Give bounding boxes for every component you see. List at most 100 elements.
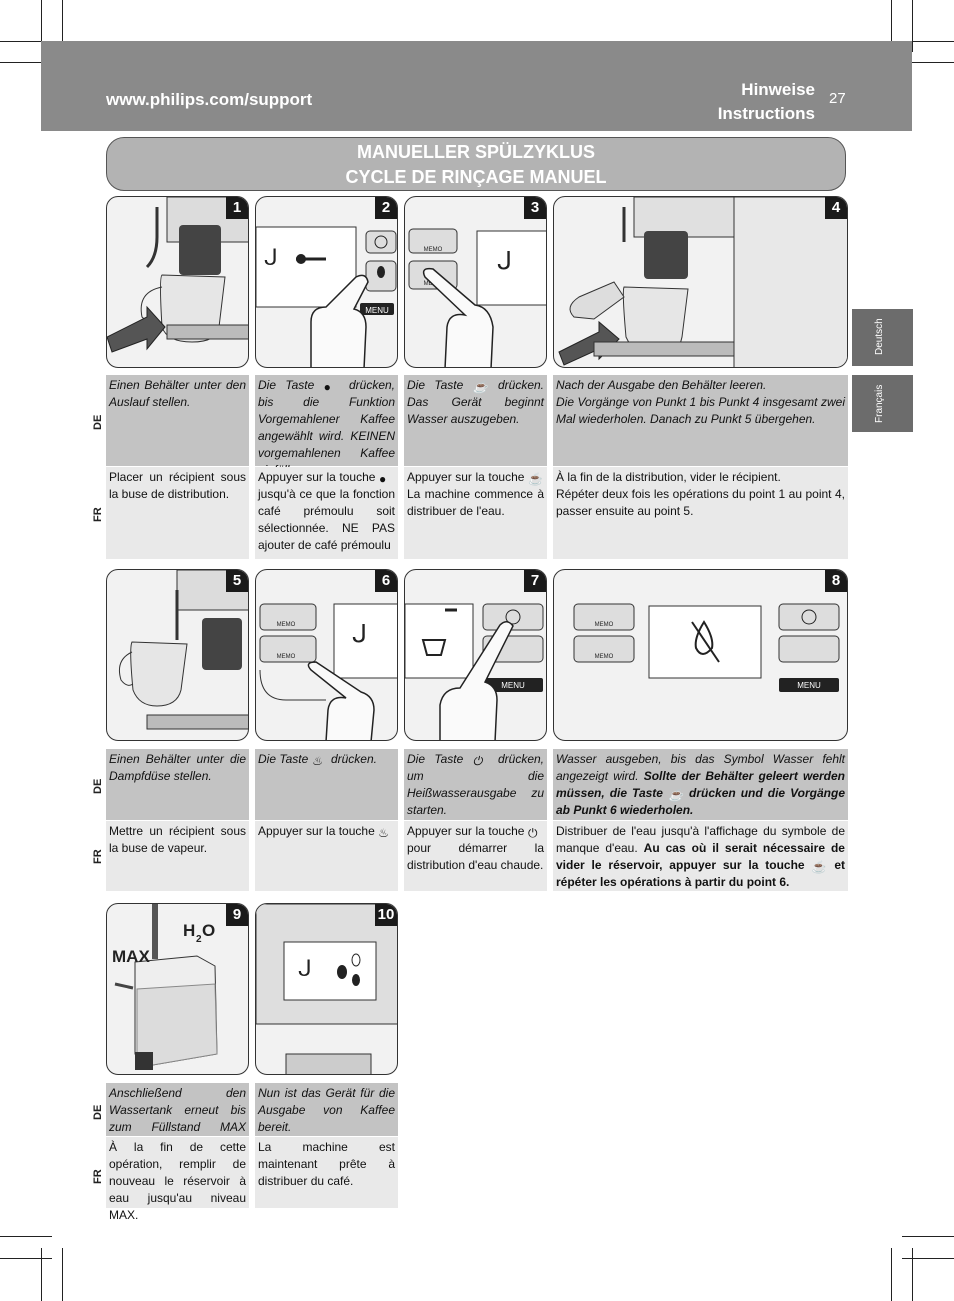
step-3-text-fr: Appuyer sur la touche ☕ La machine comme… xyxy=(404,467,547,559)
svg-text:MEMO: MEMO xyxy=(595,622,614,628)
step-6-text-de: Die Taste ♨ drücken. xyxy=(255,749,398,820)
lang-label-fr: FR xyxy=(92,507,104,522)
step-10-text-de: Nun ist das Gerät für die Ausgabe von Ka… xyxy=(255,1083,398,1136)
crop-mark xyxy=(0,1258,52,1259)
header-title-de: Hinweise xyxy=(741,80,815,99)
step-10-illustration: ᒍ 10 xyxy=(255,903,398,1075)
steam-hot-water-icon: ♨ xyxy=(378,825,389,840)
step-number: 6 xyxy=(375,570,397,592)
control-panel-drawing: ᒍ MENU xyxy=(256,226,397,367)
step-number: 2 xyxy=(375,197,397,219)
step-1-illustration: 1 xyxy=(106,196,249,368)
step-8-text-fr: Distribuer de l'eau jusqu'à l'affichage … xyxy=(553,821,848,891)
step-5-illustration: 5 xyxy=(106,569,249,741)
h2o-subscript: 2 xyxy=(196,934,202,945)
step-number: 8 xyxy=(825,570,847,592)
cup-memo-icon: ☕ xyxy=(527,471,543,486)
step-5-text-fr: Mettre un récipient sous la buse de vape… xyxy=(106,821,249,891)
memo-label: MEMO xyxy=(424,247,443,253)
svg-text:ᒍ: ᒍ xyxy=(264,245,278,270)
lang-label-fr: FR xyxy=(92,849,104,864)
lang-label-fr: FR xyxy=(92,1169,104,1184)
step-1-text-de: Einen Behälter unter den Auslauf stellen… xyxy=(106,375,249,466)
crop-mark xyxy=(62,0,63,52)
crop-mark xyxy=(891,1248,892,1301)
step-number: 3 xyxy=(524,197,546,219)
step-number: 5 xyxy=(226,570,248,592)
step-9-illustration: MAX H 2 O 9 xyxy=(106,903,249,1075)
tab-francais[interactable]: Français xyxy=(852,375,913,432)
crop-mark xyxy=(902,41,954,42)
max-label: MAX xyxy=(112,947,150,966)
control-panel-drawing: ᒍ xyxy=(256,904,397,1074)
svg-text:MEMO: MEMO xyxy=(277,622,296,628)
crop-mark xyxy=(902,1236,954,1237)
step-6-illustration: MEMO MEMO ᒍ 6 xyxy=(255,569,398,741)
machine-pitcher-drawing xyxy=(558,197,847,367)
step-2-text-fr: Appuyer sur la touche ● jusqu'à ce que l… xyxy=(255,467,398,559)
svg-text:ᒍ: ᒍ xyxy=(352,621,367,648)
power-icon: ⏻ xyxy=(527,825,538,840)
h2o-o-label: O xyxy=(202,921,215,940)
step-2-illustration: ᒍ MENU 2 xyxy=(255,196,398,368)
control-panel-drawing: MEMO MEMO ᒍ xyxy=(259,603,397,740)
step-1-text-fr: Placer un récipient sous la buse de dist… xyxy=(106,467,249,559)
step-2-text-de: Die Taste ● drücken, bis die Funktion Vo… xyxy=(255,375,398,477)
step-4-illustration: 4 xyxy=(553,196,848,368)
cup-memo-icon: ☕ xyxy=(668,787,683,802)
step-number: 7 xyxy=(524,570,546,592)
crop-mark xyxy=(902,1258,954,1259)
step-number: 10 xyxy=(375,904,397,926)
header-title-fr: Instructions xyxy=(717,104,815,123)
step-10-text-fr: La machine est maintenant prête à distri… xyxy=(255,1137,398,1208)
step-number: 4 xyxy=(825,197,847,219)
lang-label-de: DE xyxy=(92,414,104,430)
svg-text:ᒍ: ᒍ xyxy=(298,956,312,981)
crop-mark xyxy=(902,62,954,63)
lang-label-de: DE xyxy=(92,1104,104,1120)
machine-pitcher-drawing xyxy=(107,197,248,353)
step-7-text-de: Die Taste ⏻ drücken, um die Heißwasserau… xyxy=(404,749,547,820)
crop-mark xyxy=(0,41,52,42)
crop-mark xyxy=(891,0,892,52)
svg-text:ᒍ: ᒍ xyxy=(497,248,512,275)
crop-mark xyxy=(0,1236,52,1237)
step-5-text-de: Einen Behälter unter die Dampfdüse stell… xyxy=(106,749,249,820)
crop-mark xyxy=(912,1248,913,1301)
step-3-text-de: Die Taste ☕ drücken. Das Gerät beginnt W… xyxy=(404,375,547,466)
control-panel-drawing: MEMO MEMO ᒍ xyxy=(408,228,546,367)
h2o-label: H xyxy=(183,921,195,940)
header-title: Hinweise Instructions xyxy=(718,78,815,126)
step-9-text-fr: À la fin de cette opération, remplir de … xyxy=(106,1137,249,1222)
cup-memo-icon: ☕ xyxy=(811,859,827,874)
step-8-text-de: Wasser ausgeben, bis das Symbol Wasser f… xyxy=(553,749,848,820)
step-4-text-de: Nach der Ausgabe den Behälter leeren.Die… xyxy=(553,375,848,466)
svg-text:MEMO: MEMO xyxy=(595,654,614,660)
svg-text:MENU: MENU xyxy=(501,681,525,690)
step-7-illustration: MENU 7 xyxy=(404,569,547,741)
step-6-text-fr: Appuyer sur la touche ♨ xyxy=(255,821,398,891)
power-icon: ⏻ xyxy=(472,753,483,768)
page-number: 27 xyxy=(829,90,846,107)
step-3-illustration: MEMO MEMO ᒍ 3 xyxy=(404,196,547,368)
section-title: MANUELLER SPÜLZYKLUS CYCLE DE RINÇAGE MA… xyxy=(106,137,846,191)
step-8-illustration: MEMO MEMO MENU 8 xyxy=(553,569,848,741)
crop-mark xyxy=(41,1248,42,1301)
support-url[interactable]: www.philips.com/support xyxy=(106,90,313,109)
section-title-de: MANUELLER SPÜLZYKLUS xyxy=(357,142,595,162)
machine-steam-drawing xyxy=(118,570,248,730)
control-panel-drawing: MEMO MEMO MENU xyxy=(573,603,840,692)
step-number: 9 xyxy=(226,904,248,926)
tab-deutsch[interactable]: Deutsch xyxy=(852,309,913,366)
coffee-bean-icon: ● xyxy=(378,471,387,486)
tab-francais-label: Français xyxy=(874,384,885,423)
crop-mark xyxy=(62,1248,63,1301)
steam-hot-water-icon: ♨ xyxy=(311,753,323,768)
lang-label-de: DE xyxy=(92,778,104,794)
svg-text:MENU: MENU xyxy=(797,681,821,690)
step-7-text-fr: Appuyer sur la touche ⏻ pour démarrer la… xyxy=(404,821,547,891)
header-bar xyxy=(41,41,912,131)
menu-label: MENU xyxy=(365,306,389,315)
svg-text:MEMO: MEMO xyxy=(277,654,296,660)
coffee-bean-icon: ● xyxy=(323,379,331,394)
